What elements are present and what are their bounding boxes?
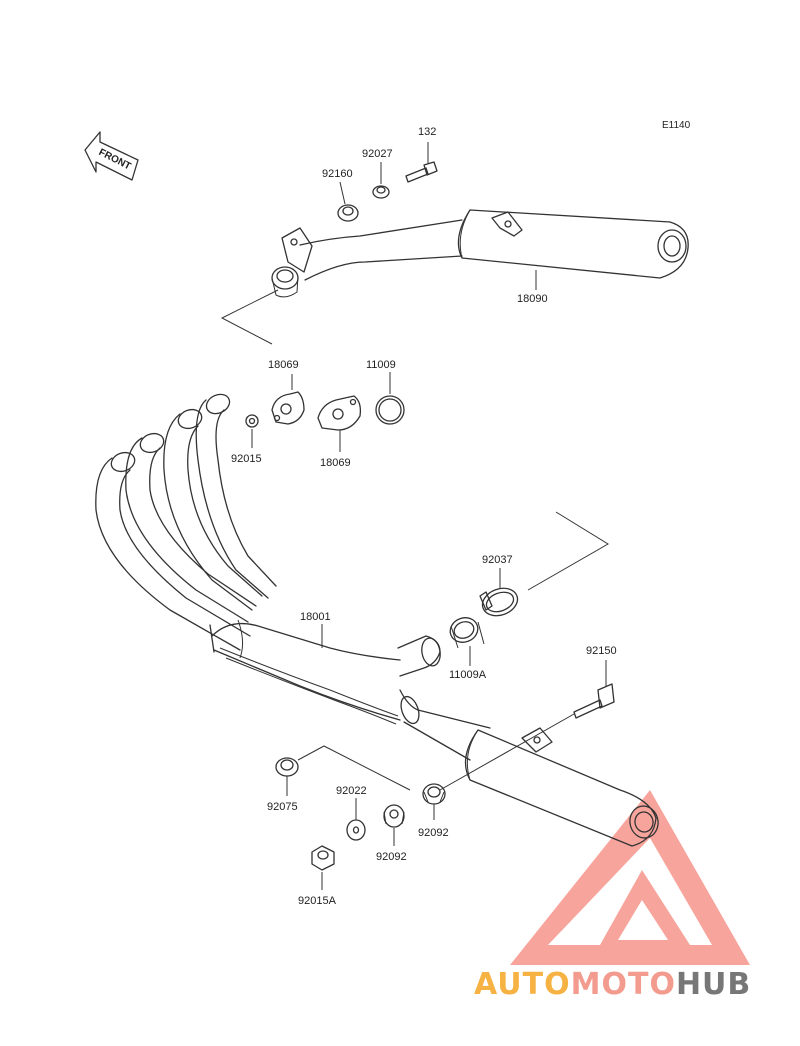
- guide-line-clamp: [527, 511, 609, 591]
- callout-92015A: 92015A: [298, 895, 337, 907]
- collar-92027: [372, 162, 390, 199]
- guide-line-bolt: [439, 713, 575, 791]
- header-pipes-18001: [95, 393, 659, 847]
- callout-92075: 92075: [267, 801, 298, 813]
- callout-92037: 92037: [482, 554, 513, 566]
- callout-11009A: 11009A: [449, 669, 487, 681]
- nut-92015A: [311, 845, 335, 890]
- grommet-92160: [337, 181, 359, 222]
- gasket-11009A: [449, 617, 485, 666]
- callout-92015: 92015: [231, 453, 262, 465]
- collar-92075: [275, 757, 299, 796]
- bolt-132: [405, 142, 438, 183]
- damper-92092-b: [383, 804, 405, 846]
- front-arrow-icon: FRONT: [84, 131, 139, 181]
- nut-92015: [245, 414, 259, 448]
- muffler-18090: [271, 209, 689, 298]
- watermark-logo: AUTOMOTOHUB: [474, 967, 751, 1002]
- watermark-part3: HUB: [676, 967, 751, 1002]
- callout-92022: 92022: [336, 785, 367, 797]
- flange-18069-bottom: [317, 395, 362, 452]
- washer-92022: [346, 798, 366, 841]
- guide-line-upper: [220, 289, 279, 345]
- callout-92150: 92150: [586, 645, 617, 657]
- callout-92027: 92027: [362, 148, 393, 160]
- callout-18001: 18001: [300, 611, 331, 623]
- callout-92092-b: 92092: [376, 851, 407, 863]
- callout-18069-top: 18069: [268, 359, 299, 371]
- watermark-part1: AUTO: [474, 967, 571, 1002]
- callout-18090: 18090: [517, 293, 548, 305]
- callout-132: 132: [418, 126, 436, 138]
- damper-92092-a: [422, 783, 446, 820]
- diagram-code: E1140: [662, 120, 691, 131]
- callout-92160: 92160: [322, 168, 353, 180]
- clamp-92037: [479, 568, 519, 617]
- callout-18069-bottom: 18069: [320, 457, 351, 469]
- callout-92092-a: 92092: [418, 827, 449, 839]
- guide-line-collar: [297, 745, 411, 791]
- svg-text:AUTOMOTOHUB: AUTOMOTOHUB: [474, 967, 751, 1002]
- watermark-triangle: [510, 790, 750, 965]
- bolt-92150: [573, 660, 615, 719]
- watermark-part2: MOTO: [571, 967, 676, 1002]
- flange-18069-top: [271, 374, 305, 425]
- front-label: FRONT: [97, 147, 133, 172]
- callout-11009: 11009: [366, 359, 396, 371]
- gasket-11009: [375, 372, 405, 425]
